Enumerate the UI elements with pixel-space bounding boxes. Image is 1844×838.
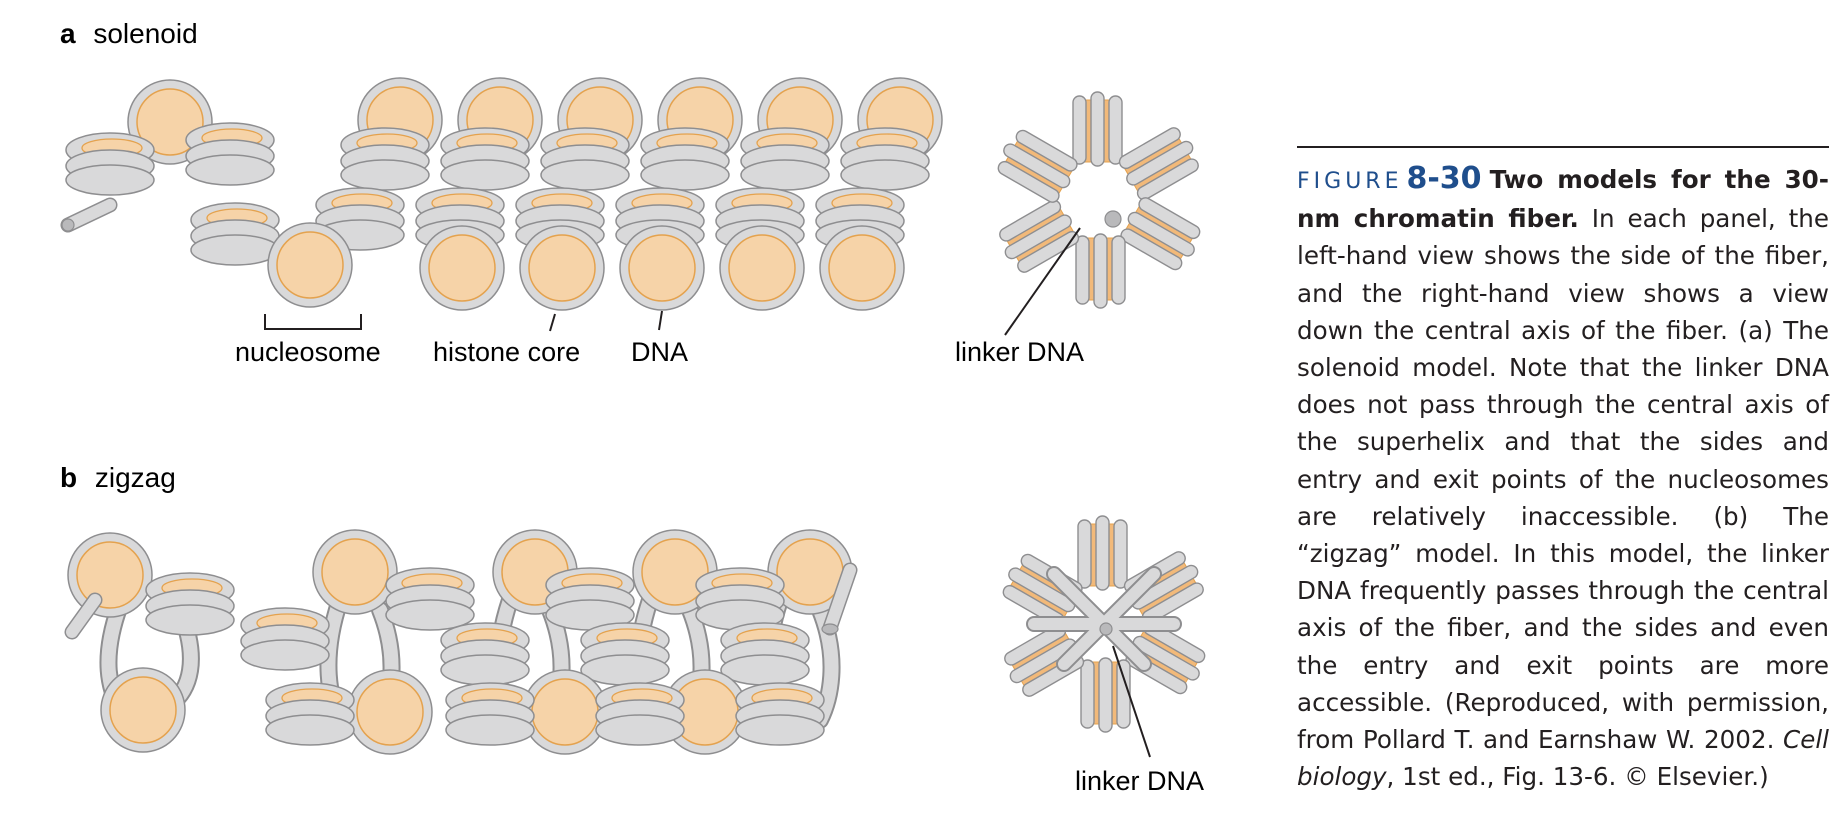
caption-body-1: In each panel, the left-hand view shows …	[1297, 204, 1829, 755]
panel-b-title: zigzag	[95, 462, 176, 493]
linker-dna-b-leader	[1112, 645, 1151, 758]
linker-dna-a-leader	[1004, 227, 1081, 336]
zigzag-axial-view	[996, 515, 1212, 733]
panel-b-letter: b	[60, 462, 77, 493]
panel-a-title: solenoid	[93, 18, 197, 49]
histone-core-label: histone core	[433, 337, 580, 367]
caption-figure-number: 8-30	[1406, 161, 1482, 196]
linker-dna-b-label: linker DNA	[1075, 766, 1204, 796]
nucleosome-label: nucleosome	[235, 337, 381, 367]
dna-label: DNA	[631, 337, 688, 367]
linker-dna-a-label: linker DNA	[955, 337, 1084, 367]
caption-source-title: Cell biology	[1297, 725, 1829, 792]
zigzag-side-view	[64, 529, 858, 755]
solenoid-axial-view	[991, 91, 1207, 309]
caption-title: Two models for the 30-nm chromatin fiber…	[1297, 165, 1829, 234]
solenoid-side-view	[60, 77, 943, 311]
panel-a-heading: a solenoid	[60, 18, 198, 49]
caption-figure-word: FIGURE	[1297, 169, 1403, 194]
dna-leader	[658, 310, 663, 331]
caption-body-2: , 1st ed., Fig. 13-6. © Elsevier.)	[1386, 762, 1769, 792]
nucleosome-bracket	[264, 314, 362, 330]
histone-core-leader	[549, 313, 556, 332]
chromatin-figure: a solenoid	[60, 18, 1212, 796]
panel-a-letter: a	[60, 18, 76, 49]
panel-b-heading: b zigzag	[60, 462, 176, 493]
